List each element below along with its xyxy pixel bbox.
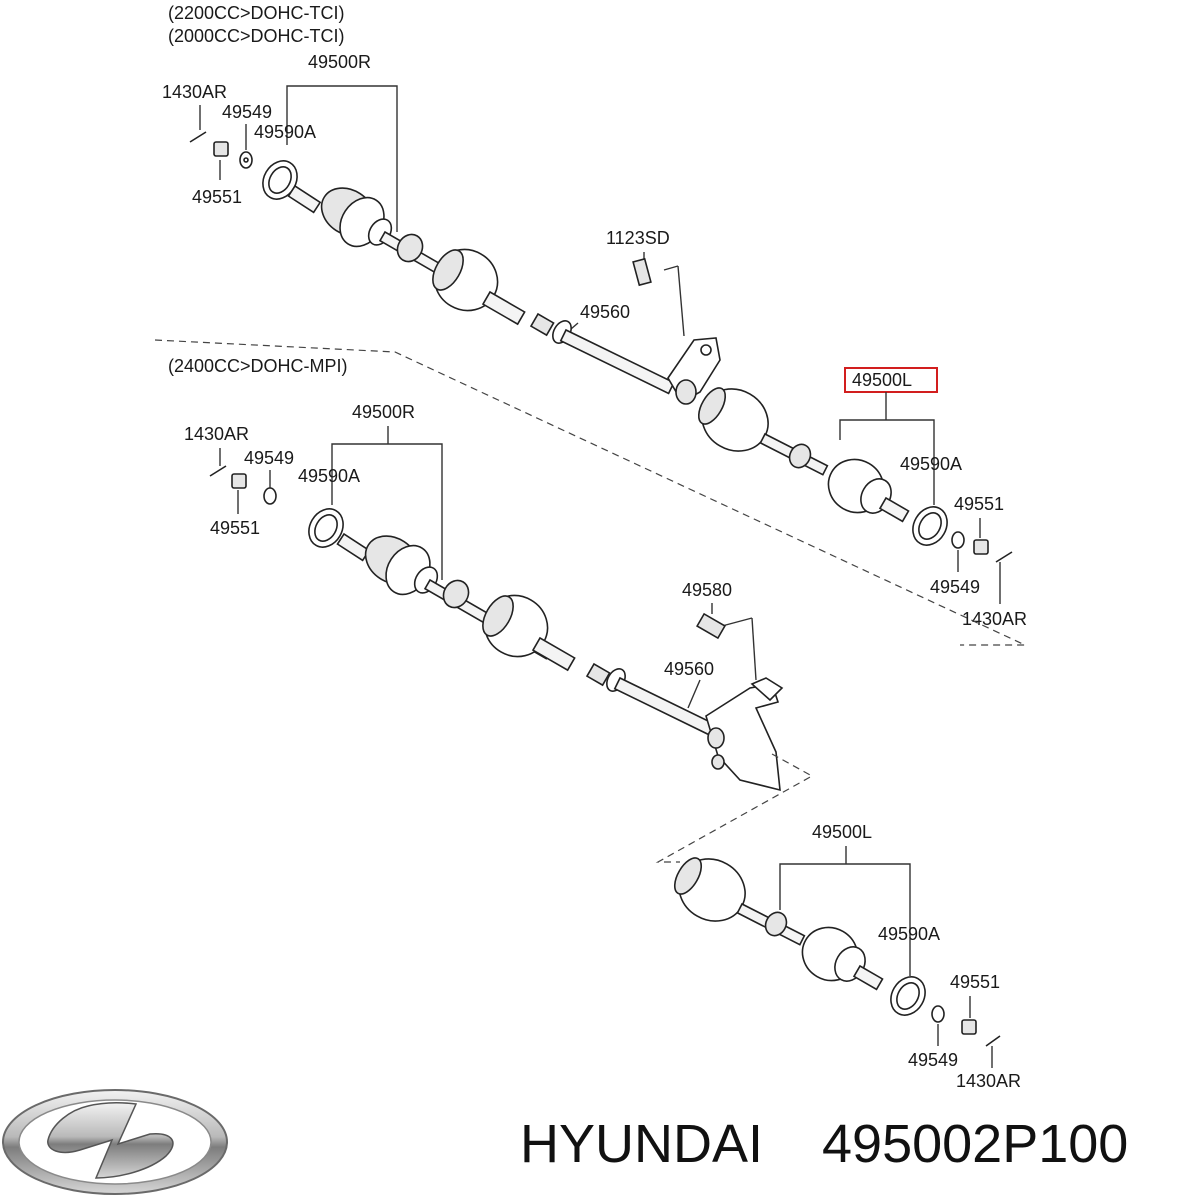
top-note-1: (2200CC>DOHC-TCI): [168, 3, 345, 23]
top-label-1430ar-right: 1430AR: [962, 609, 1027, 629]
bottom-bolt-49580: [696, 612, 726, 640]
bottom-label-49551-right: 49551: [950, 972, 1000, 992]
variant-separator: [154, 339, 1026, 646]
hyundai-h-mark: [47, 1101, 174, 1179]
top-drive-shaft-right-side: [287, 184, 526, 326]
bottom-cotter-pin-left: [209, 465, 227, 477]
part-number: 495002P100: [822, 1114, 1128, 1174]
bottom-note-1: (2400CC>DOHC-MPI): [168, 356, 348, 376]
bottom-label-1430ar-left: 1430AR: [184, 424, 249, 444]
bottom-washer-left: [263, 487, 277, 505]
top-label-49551-right: 49551: [954, 494, 1004, 514]
bottom-label-49500l: 49500L: [812, 822, 872, 842]
bottom-label-49590a-right: 49590A: [878, 924, 940, 944]
top-label-49549-left: 49549: [222, 102, 272, 122]
bottom-variant: (2400CC>DOHC-MPI) 49500R 1430AR 49549 49…: [168, 356, 1021, 1091]
bottom-cotter-pin-right: [985, 1035, 1001, 1047]
top-label-49500r: 49500R: [308, 52, 371, 72]
highlight-box-49500l: [844, 367, 938, 393]
top-intermediate-shaft: [529, 312, 721, 405]
bottom-label-49560: 49560: [664, 659, 714, 679]
top-note-2: (2000CC>DOHC-TCI): [168, 26, 345, 46]
brand-name: HYUNDAI: [520, 1114, 763, 1174]
top-bracket-49500r: [286, 85, 398, 232]
top-label-1123sd: 1123SD: [606, 228, 670, 248]
bottom-label-49590a-left: 49590A: [298, 466, 360, 486]
top-nut-right: [973, 539, 989, 555]
top-label-49551-left: 49551: [192, 187, 242, 207]
top-label-49590a-right: 49590A: [900, 454, 962, 474]
top-cotter-pin-left: [189, 131, 207, 143]
hyundai-logo: [2, 1089, 228, 1195]
bottom-connection-dashed: [655, 753, 814, 863]
bottom-label-49549-left: 49549: [244, 448, 294, 468]
top-nut-left: [213, 141, 229, 157]
bottom-label-49549-right: 49549: [908, 1050, 958, 1070]
bottom-washer-right: [931, 1005, 945, 1023]
top-washer-right: [951, 531, 965, 549]
bottom-drive-shaft-left-side: [673, 857, 884, 991]
top-cotter-pin-right: [995, 551, 1013, 563]
top-label-49549-right: 49549: [930, 577, 980, 597]
top-drive-shaft-left-side: [697, 387, 910, 523]
top-label-1430ar-left: 1430AR: [162, 82, 227, 102]
top-label-49590a-left: 49590A: [254, 122, 316, 142]
top-variant: (2200CC>DOHC-TCI) (2000CC>DOHC-TCI) 4950…: [162, 3, 1027, 629]
bottom-bracket-49500l: [779, 863, 911, 976]
bottom-intermediate-shaft: [585, 662, 784, 792]
bottom-nut-right: [961, 1019, 977, 1035]
bottom-bracket-49500r: [331, 443, 443, 580]
bottom-nut-left: [231, 473, 247, 489]
bottom-drive-shaft-right-side: [336, 532, 576, 672]
top-label-49500l: 49500L: [852, 370, 912, 390]
bottom-label-49580: 49580: [682, 580, 732, 600]
bottom-label-49551-left: 49551: [210, 518, 260, 538]
top-label-49560: 49560: [580, 302, 630, 322]
bottom-label-49500r: 49500R: [352, 402, 415, 422]
bottom-label-1430ar-right: 1430AR: [956, 1071, 1021, 1091]
top-bracket-49500l: [839, 419, 935, 505]
top-bolt-1123sd: [632, 257, 652, 287]
